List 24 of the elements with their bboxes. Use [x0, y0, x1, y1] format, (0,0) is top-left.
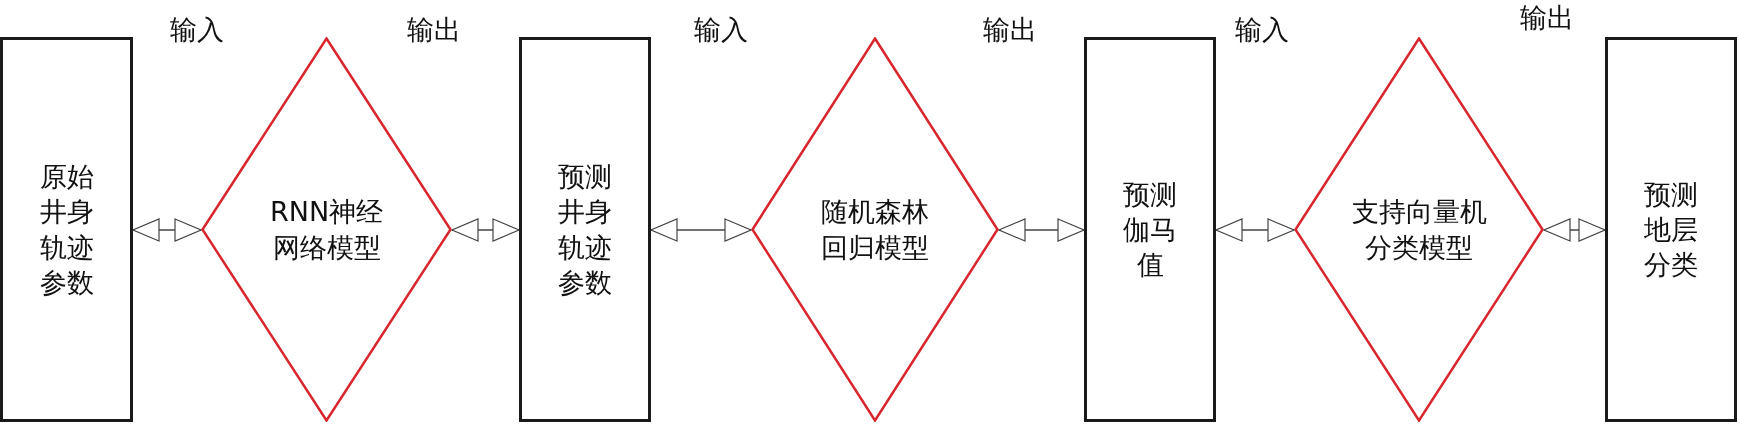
- process-box: [0, 37, 133, 422]
- io-label: 输出: [983, 13, 1037, 47]
- double-arrow: [1215, 218, 1295, 242]
- node-label: 随机森林回归模型: [820, 195, 930, 265]
- process-box: [519, 37, 651, 422]
- io-label: 输入: [170, 13, 224, 47]
- process-box: [1605, 37, 1737, 422]
- double-arrow: [650, 218, 752, 242]
- process-box: [1084, 37, 1216, 422]
- double-arrow: [451, 218, 520, 242]
- node-label: 原始井身轨迹参数: [39, 160, 94, 300]
- io-label: 输入: [1235, 13, 1289, 47]
- double-arrow: [132, 218, 202, 242]
- node-label: 支持向量机分类模型: [1350, 195, 1488, 265]
- decision-diamond: [1294, 37, 1544, 422]
- double-arrow: [1543, 218, 1606, 242]
- double-arrow: [998, 218, 1085, 242]
- node-label: 预测井身轨迹参数: [558, 160, 612, 300]
- node-label: 预测伽马值: [1123, 177, 1177, 283]
- node-label: RNN神经网络模型: [268, 195, 385, 265]
- io-label: 输入: [694, 13, 748, 47]
- node-label: 预测地层分类: [1644, 177, 1698, 283]
- io-label: 输出: [407, 13, 461, 47]
- io-label: 输出: [1520, 1, 1574, 35]
